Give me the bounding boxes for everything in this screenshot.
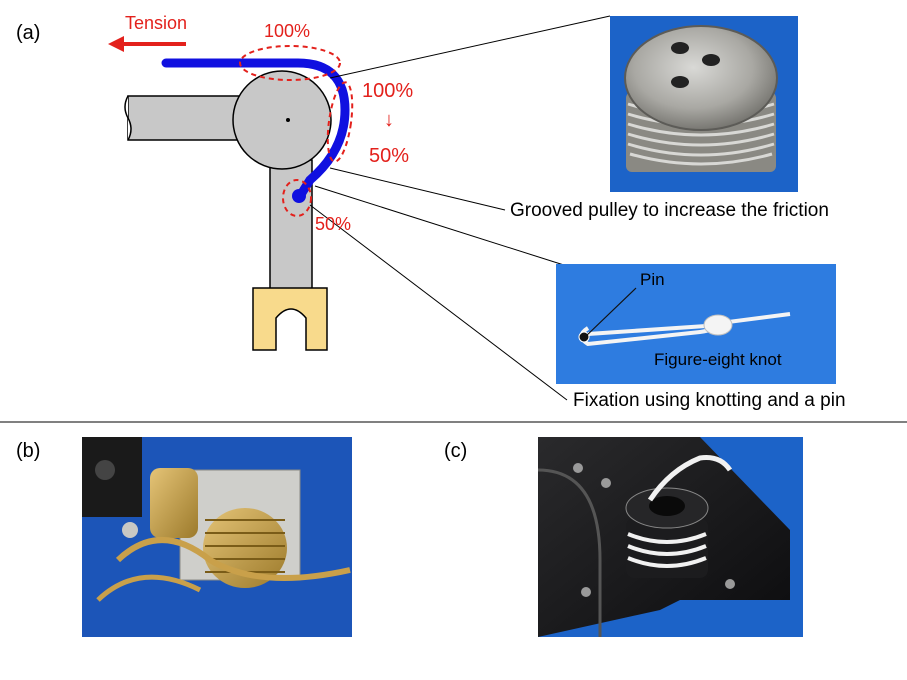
cable-pin bbox=[292, 189, 306, 203]
decrease-arrow: ↓ bbox=[384, 109, 394, 131]
mount-photo bbox=[537, 437, 803, 637]
tension-arrow bbox=[108, 36, 186, 52]
winch-photo bbox=[82, 437, 352, 637]
tension-label: Tension bbox=[125, 13, 188, 33]
pin-label: Pin bbox=[640, 270, 665, 289]
pulley-circle bbox=[232, 70, 332, 170]
pulley-axis bbox=[286, 118, 290, 122]
pin-percent: 50% bbox=[315, 214, 352, 234]
pin-ellipse bbox=[282, 179, 312, 217]
side-contact-percent-end: 50% bbox=[369, 145, 410, 167]
knot-label: Figure-eight knot bbox=[654, 350, 782, 369]
fixation-caption: Fixation using knotting and a pin bbox=[573, 390, 846, 411]
top-contact-ellipse bbox=[239, 45, 341, 81]
side-contact-percent-start: 100% bbox=[362, 80, 414, 102]
panel-label-b: (b) bbox=[16, 440, 41, 462]
pulley-caption: Grooved pulley to increase the friction bbox=[510, 200, 829, 221]
side-contact-ellipse bbox=[326, 81, 354, 163]
panel-label-a: (a) bbox=[16, 22, 41, 44]
cable bbox=[161, 58, 350, 201]
top-contact-percent: 100% bbox=[264, 21, 311, 41]
callout-lines bbox=[309, 15, 611, 401]
pulley-photo bbox=[610, 16, 798, 192]
knot-photo bbox=[556, 264, 836, 384]
panel-label-c: (c) bbox=[444, 440, 468, 462]
gripper-fork bbox=[252, 287, 328, 351]
